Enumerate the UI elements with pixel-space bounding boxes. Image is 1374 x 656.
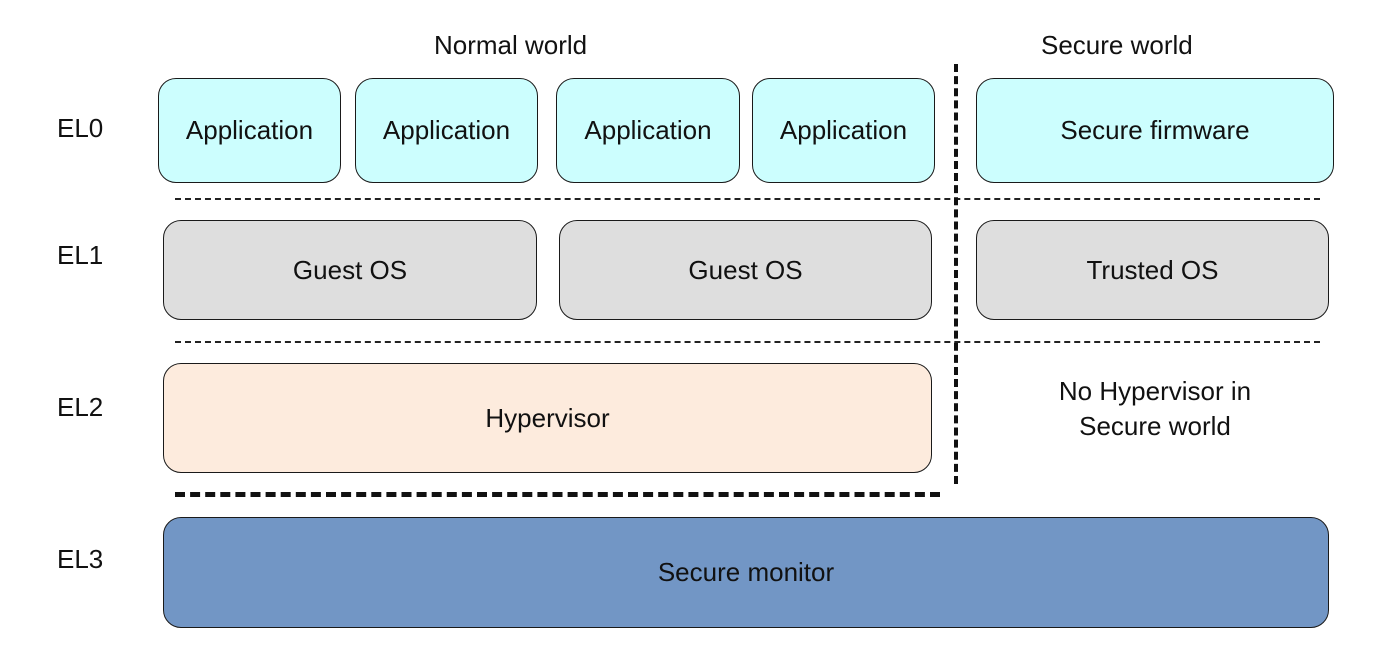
el3-label: EL3: [57, 544, 104, 574]
world-separator: [954, 64, 958, 484]
application-box-2: Application: [355, 78, 538, 183]
el0-label: EL0: [57, 113, 104, 143]
no-hypervisor-note-line-1: No Hypervisor in: [1058, 376, 1252, 406]
el1-el2-divider: [175, 341, 1320, 343]
el2-el3-divider: [175, 492, 940, 497]
no-hypervisor-note-line-2: Secure world: [1079, 411, 1231, 441]
el2-label: EL2: [57, 392, 104, 422]
application-box-3: Application: [556, 78, 740, 183]
no-hypervisor-note: No Hypervisor in Secure world: [980, 374, 1330, 444]
el1-label: EL1: [57, 240, 104, 270]
guest-os-box-1: Guest OS: [163, 220, 537, 320]
secure-monitor-box: Secure monitor: [163, 517, 1329, 628]
normal-world-header: Normal world: [434, 30, 588, 60]
application-box-4: Application: [752, 78, 935, 183]
secure-world-header: Secure world: [1041, 30, 1193, 60]
application-box-1: Application: [158, 78, 341, 183]
secure-firmware-box: Secure firmware: [976, 78, 1334, 183]
guest-os-box-2: Guest OS: [559, 220, 932, 320]
el0-el1-divider: [175, 198, 1320, 200]
trusted-os-box: Trusted OS: [976, 220, 1329, 320]
hypervisor-box: Hypervisor: [163, 363, 932, 473]
